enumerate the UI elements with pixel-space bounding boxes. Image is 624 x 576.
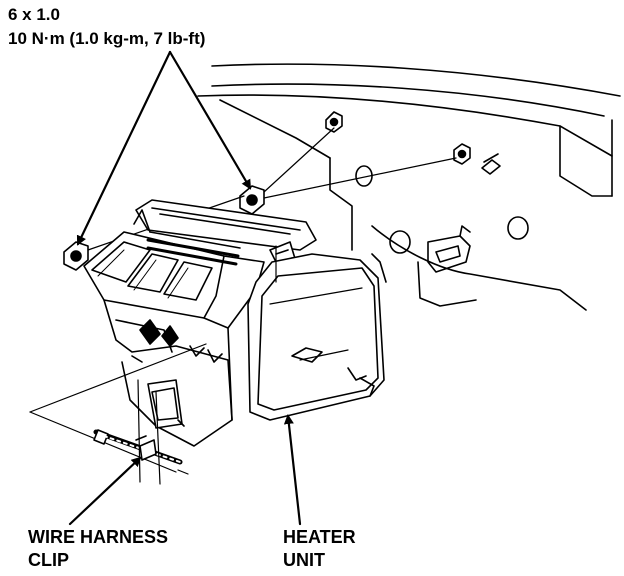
- bolt-center: [240, 186, 264, 214]
- spec-arrow-left: [78, 52, 170, 246]
- heater-unit-housing: [84, 200, 316, 446]
- heater-unit-arrow: [283, 414, 300, 524]
- wire-harness-arrow: [70, 456, 142, 524]
- firewall-panel: [198, 64, 620, 310]
- heater-unit-label-line2: UNIT: [283, 550, 325, 570]
- heater-unit-label-line1: HEATER: [283, 527, 356, 547]
- wire-harness-label-line1: WIRE HARNESS: [28, 527, 169, 547]
- bolt-left: [64, 242, 88, 270]
- bolt-top: [326, 112, 342, 132]
- heater-box: [248, 246, 386, 420]
- wire-harness: [30, 344, 206, 484]
- spec-arrow-right: [170, 52, 250, 190]
- callout-arrows: [70, 52, 300, 524]
- bolt-size-label: 6 x 1.0: [8, 5, 60, 24]
- bolt-right: [454, 144, 470, 164]
- torque-spec-label: 10 N·m (1.0 kg-m, 7 lb-ft): [8, 29, 206, 48]
- wire-harness-label-line2: CLIP: [28, 550, 70, 570]
